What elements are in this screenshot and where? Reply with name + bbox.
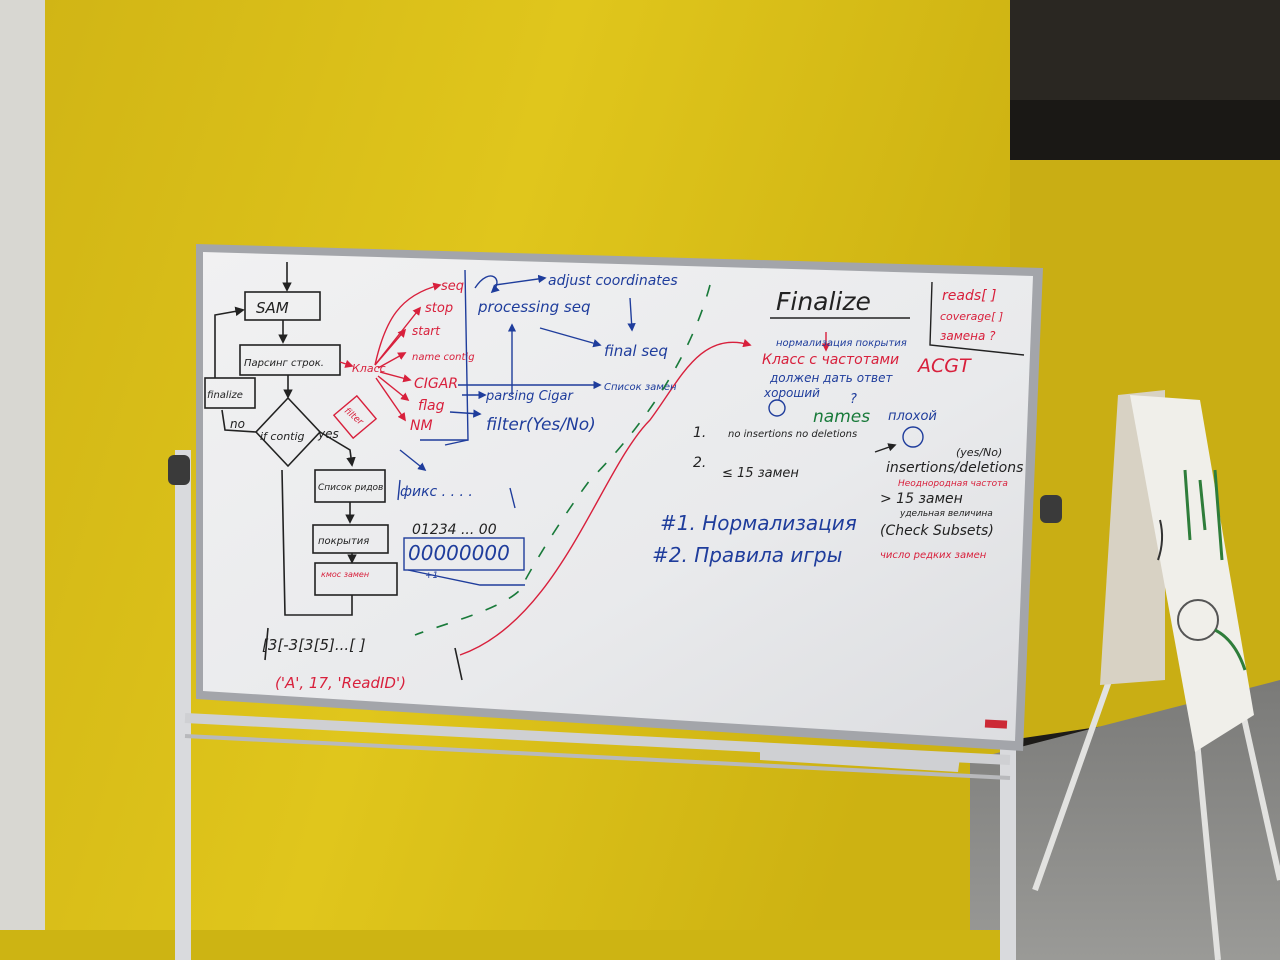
yes-no-paren: (yes/No): [956, 446, 1002, 459]
specific-value: удельная величина: [899, 509, 993, 519]
field-nm: NM: [410, 418, 433, 434]
marker-tray: [760, 745, 960, 772]
no-label: no: [230, 417, 245, 431]
bad-label: плохой: [888, 409, 937, 424]
yes-label: yes: [317, 427, 339, 441]
red-curve-to-finalize: [459, 339, 752, 656]
must-answer: должен дать ответ: [769, 371, 893, 385]
coverage-array: coverage[ ]: [940, 310, 1003, 323]
nonuniform-freq: Неоднородная частота: [898, 479, 1008, 489]
question-mark: ?: [850, 392, 857, 407]
flowchart: [204, 262, 463, 681]
zeros-box: [403, 537, 525, 571]
parsing-cigar: parsing Cigar: [485, 389, 574, 404]
names-label: names: [813, 407, 870, 427]
item2-text: ≤ 15 замен: [722, 466, 799, 481]
sam-label: SAM: [256, 299, 289, 317]
decision-diamond: [254, 396, 322, 468]
item1-number: 1.: [693, 425, 706, 441]
field-stop: stop: [425, 301, 453, 316]
replace-label: кмос замен: [321, 570, 369, 579]
parse-box: [239, 344, 341, 376]
item1-text: no insertions no deletions: [728, 429, 857, 440]
sad-face: [902, 426, 924, 448]
norm-heading: #1. Нормализация: [660, 511, 857, 535]
bottom-array-bracket: [264, 627, 463, 681]
field-flag: flag: [418, 398, 445, 414]
rules-heading: #2. Правила игры: [652, 543, 842, 567]
klass-frequencies: Класс с частотами: [762, 352, 899, 368]
filter-note-box: [332, 394, 378, 440]
check-subsets: (Check Subsets): [880, 523, 994, 539]
finalize-title: Finalize: [776, 287, 871, 316]
if-contig-label: if contig: [260, 430, 305, 443]
left-wall-edge: [0, 0, 50, 960]
field-seq: seq: [441, 279, 464, 294]
good-label: хороший: [763, 386, 820, 400]
flipchart-easel: [1032, 390, 1280, 960]
finalize-label: finalize: [207, 390, 243, 401]
reads-list-label: Список ридов: [318, 483, 383, 493]
insertions-deletions: insertions/deletions: [886, 460, 1023, 476]
item2-number: 2.: [693, 455, 706, 471]
replace-box: [314, 562, 398, 596]
tuple-label: ('A', 17, 'ReadID'): [275, 674, 406, 692]
processing-seq: processing seq: [477, 298, 591, 316]
parse-label: Парсинг строк.: [244, 358, 324, 369]
rare-replacements: число редких замен: [880, 550, 987, 561]
field-name-contig: name contig: [412, 352, 475, 363]
acgt: ACGT: [916, 355, 972, 377]
adjust-coordinates: adjust coordinates: [548, 273, 678, 289]
reads-array: reads[ ]: [942, 288, 997, 304]
whiteboard: [196, 244, 1043, 772]
baseboard: [0, 930, 1000, 960]
replace-question: замена ?: [940, 329, 996, 343]
digits-row: 01234 ... 00: [412, 522, 497, 538]
flipchart-front-page: [1130, 395, 1254, 752]
filter-yes-no: filter(Yes/No): [486, 415, 596, 435]
coverage-label: покрытия: [318, 536, 369, 547]
red-marker: [984, 719, 1008, 729]
field-start: start: [412, 324, 441, 338]
plus-one: +1: [425, 571, 438, 581]
fix-label: фикс . . . .: [400, 484, 473, 500]
norm-coverage: нормализация покрытия: [776, 338, 907, 349]
dark-ceiling: [1010, 0, 1280, 100]
coverage-box: [312, 524, 389, 554]
smiley-face: [768, 399, 786, 417]
bottom-array: [3[-3[3[5]...[ ]: [262, 636, 366, 654]
floor: [970, 680, 1280, 960]
list-replace: Список замен: [604, 382, 677, 393]
final-seq: final seq: [604, 342, 668, 360]
dark-corridor: [1010, 100, 1280, 160]
zeros-row: 00000000: [408, 541, 510, 565]
field-cigar: CIGAR: [414, 376, 458, 392]
more-than-15: > 15 замен: [880, 491, 963, 507]
klass-label: Класс: [352, 362, 386, 375]
finalize-box: [204, 377, 256, 409]
reads-box-frame: [929, 281, 1025, 356]
